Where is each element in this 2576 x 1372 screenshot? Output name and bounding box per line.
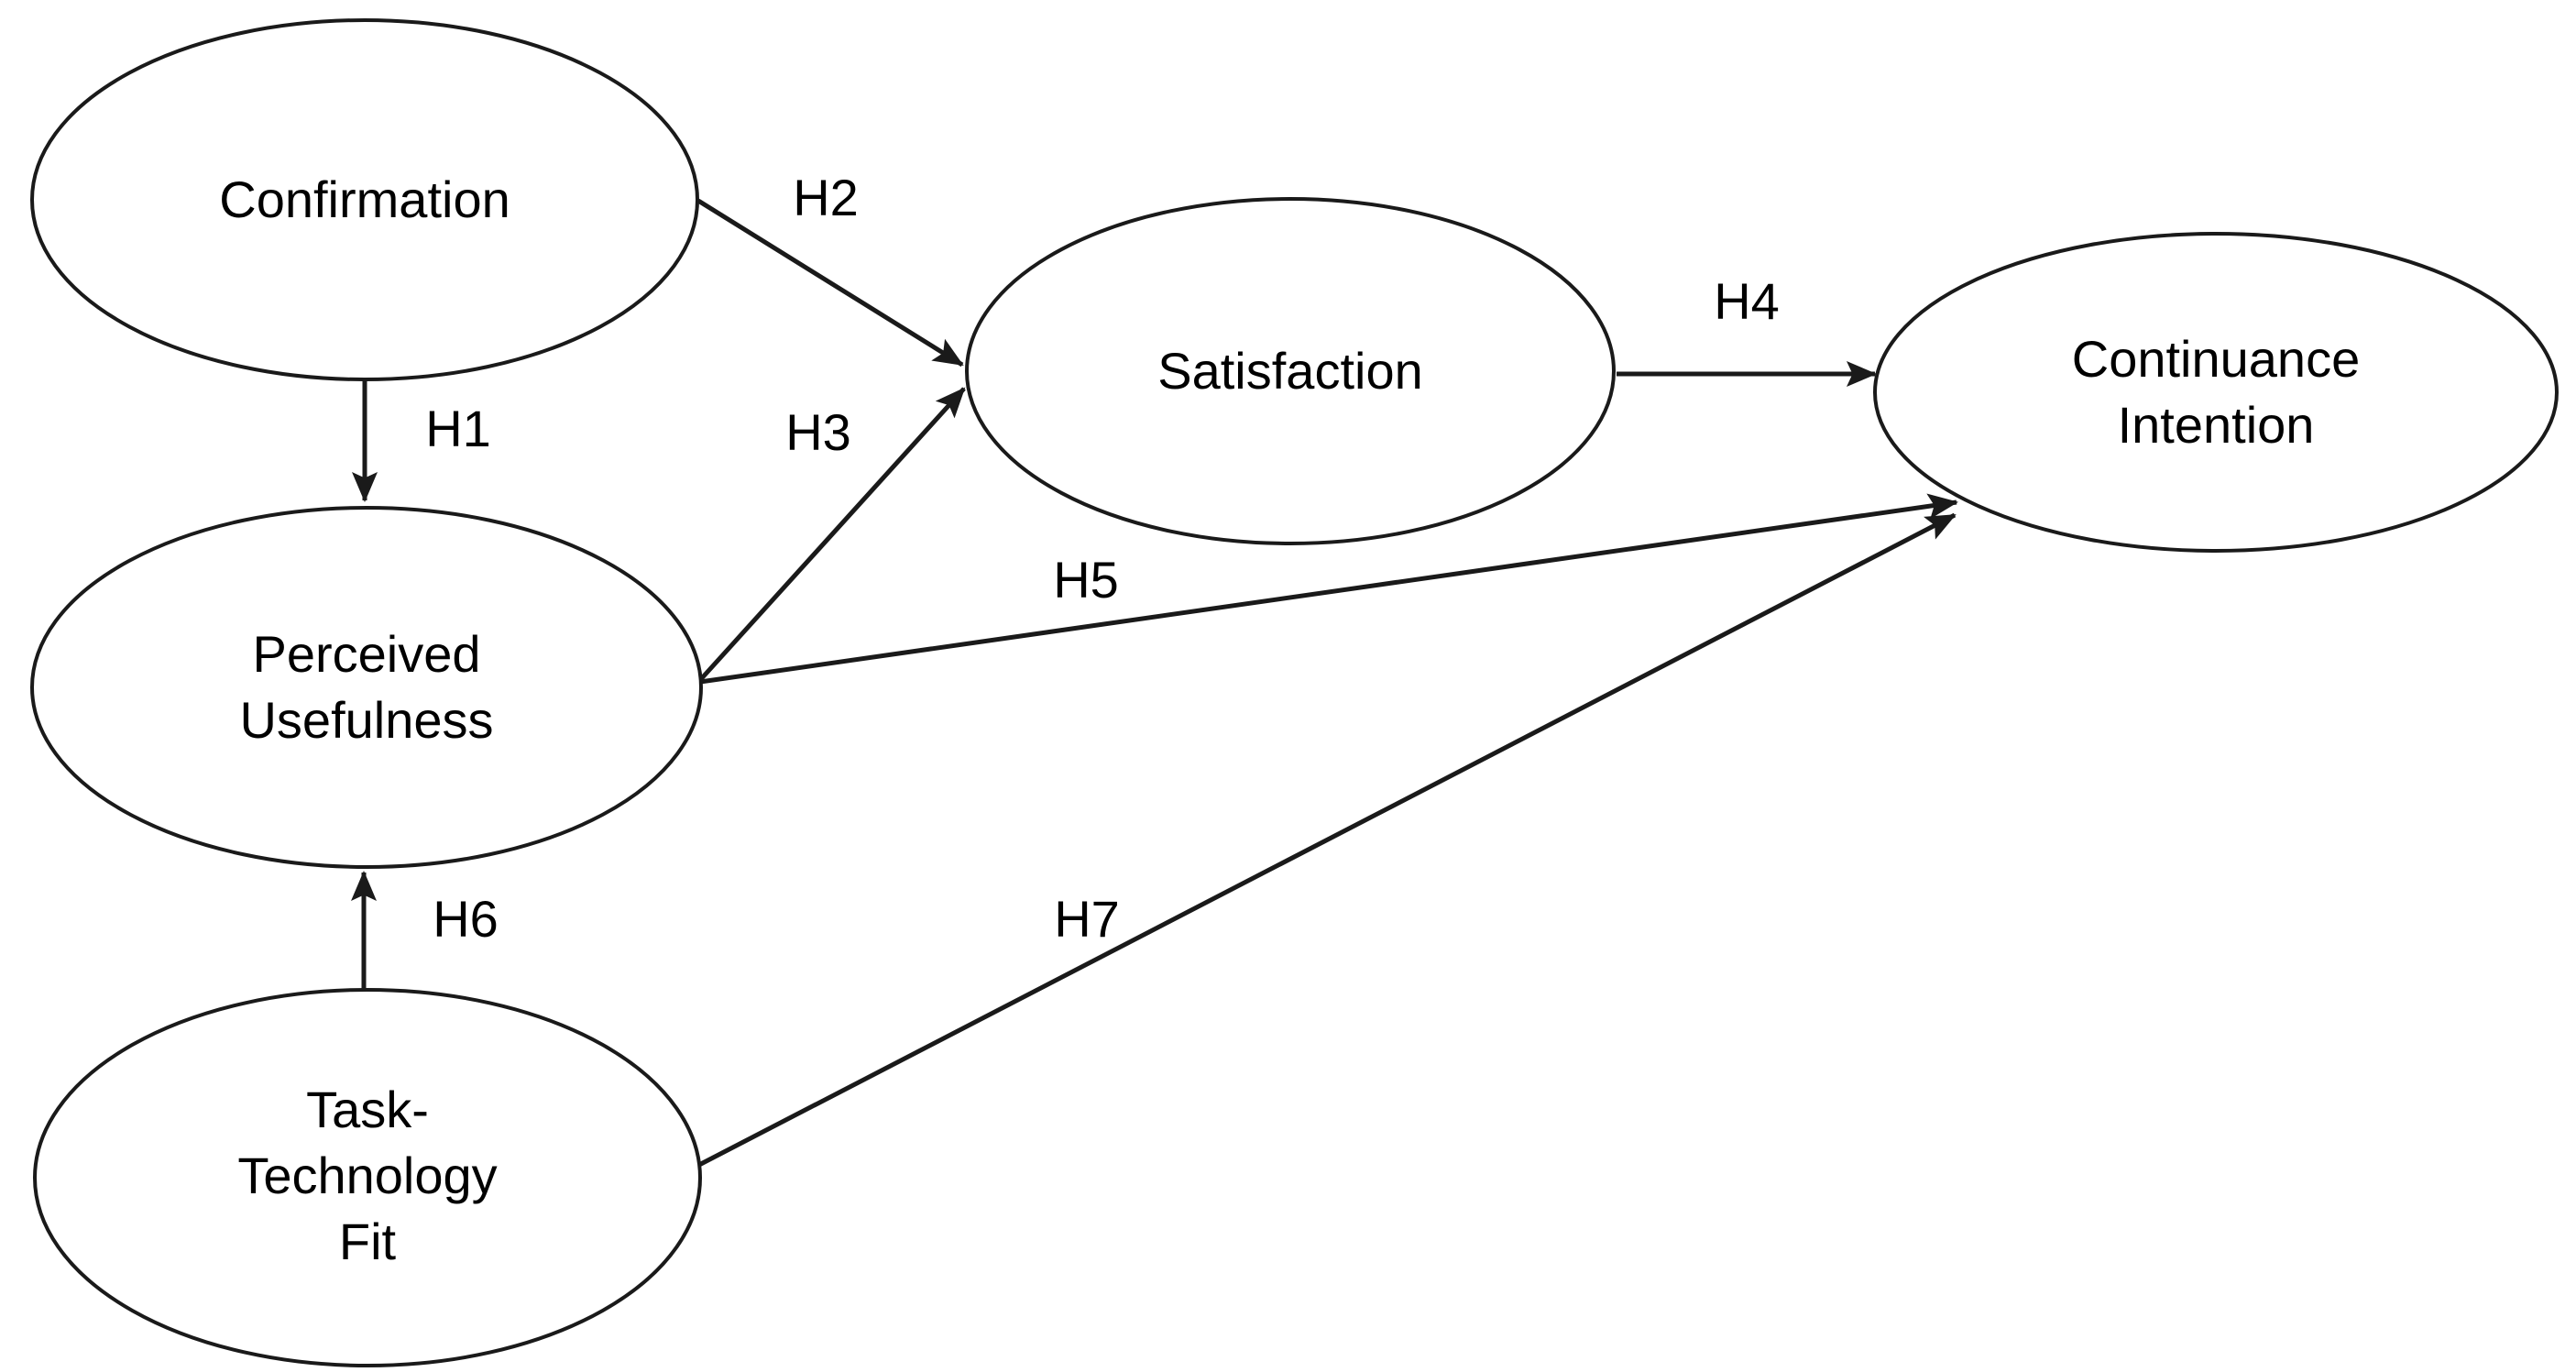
satisfaction-ellipse [965, 197, 1616, 545]
task-technology-fit-label-line1: Task- [306, 1081, 429, 1138]
confirmation-label: Confirmation [219, 170, 510, 228]
path-h2-arrow [696, 198, 964, 368]
hypothesis-label-h1: H1 [425, 400, 491, 457]
node-perceived-usefulness[interactable]: Perceived Usefulness [30, 506, 703, 869]
perceived-usefulness-ellipse [30, 506, 703, 869]
perceived-usefulness-label-line1: Perceived [252, 625, 480, 683]
path-h3-arrow [698, 387, 966, 682]
path-h7-arrow [696, 512, 1957, 1169]
confirmation-ellipse [30, 18, 699, 381]
path-h5-arrow [699, 493, 1958, 685]
satisfaction-label: Satisfaction [1157, 342, 1423, 400]
hypothesis-label-h4: H4 [1714, 272, 1780, 330]
hypothesis-label-h2: H2 [793, 169, 859, 226]
task-technology-fit-label-line3: Fit [339, 1213, 397, 1270]
hypothesis-label-h6: H6 [433, 890, 499, 948]
continuance-intention-label-line1: Continuance [2072, 330, 2360, 388]
continuance-intention-ellipse [1873, 232, 2559, 553]
continuance-intention-label-line2: Intention [2118, 396, 2315, 454]
node-continuance-intention[interactable]: Continuance Intention [1873, 232, 2559, 553]
node-task-technology-fit[interactable]: Task- Technology Fit [33, 988, 702, 1367]
perceived-usefulness-label-line2: Usefulness [239, 691, 493, 749]
hypothesis-label-h7: H7 [1054, 890, 1120, 948]
node-satisfaction[interactable]: Satisfaction [965, 197, 1616, 545]
hypothesis-label-h5: H5 [1053, 551, 1119, 609]
task-technology-fit-label-line2: Technology [237, 1147, 497, 1204]
task-technology-fit-ellipse [33, 988, 702, 1367]
node-confirmation[interactable]: Confirmation [30, 18, 699, 381]
hypothesis-label-h3: H3 [785, 403, 851, 461]
